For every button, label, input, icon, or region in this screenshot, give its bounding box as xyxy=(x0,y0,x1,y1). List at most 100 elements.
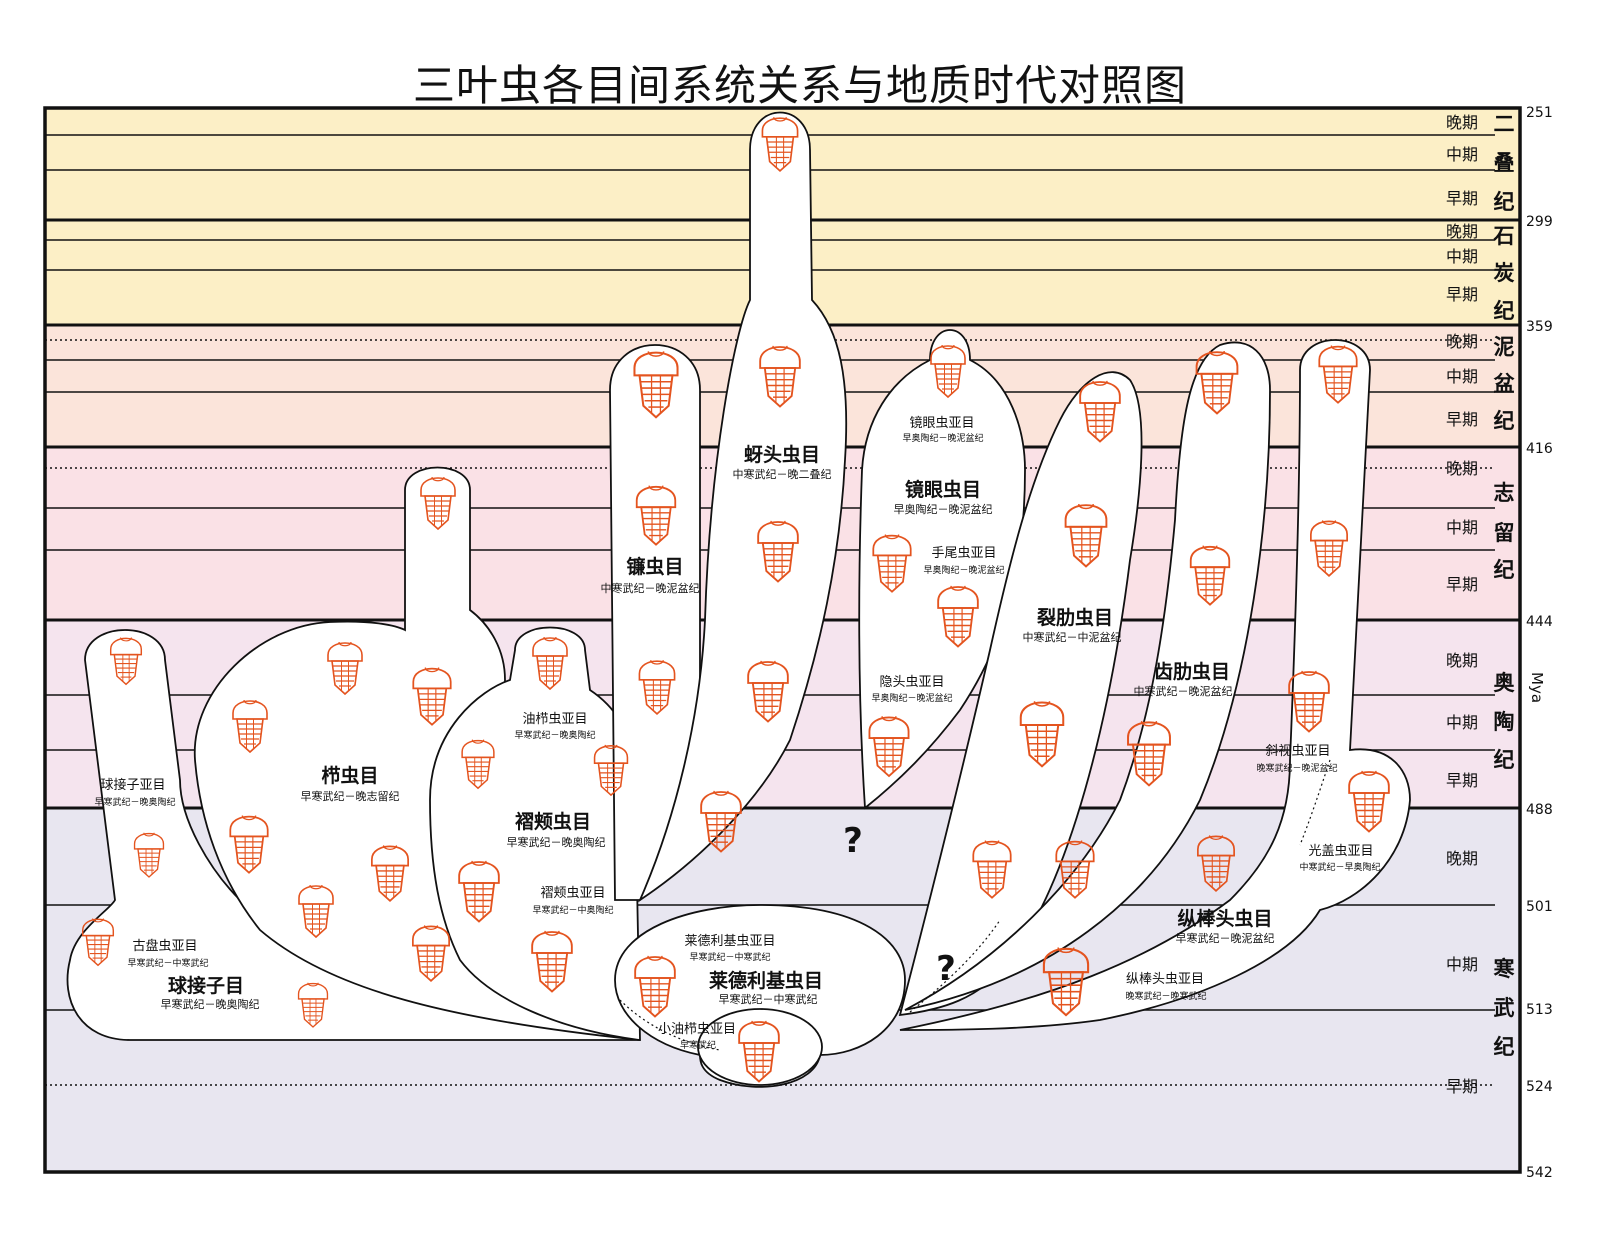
order-range: 中寒武纪－晚泥盆纪 xyxy=(1134,684,1233,698)
suborder-name: 莱德利基虫亚目 xyxy=(684,934,775,949)
tick-label: 251 xyxy=(1526,105,1553,121)
epoch-label: 中期 xyxy=(1446,713,1478,732)
order-name: 蚜头虫目 xyxy=(744,443,820,466)
dotted-connectors xyxy=(619,759,1331,1051)
period-char: 武 xyxy=(1494,996,1515,1020)
epoch-label: 晚期 xyxy=(1446,222,1478,241)
lineage-proetida xyxy=(637,111,848,903)
epoch-label: 晚期 xyxy=(1446,651,1478,670)
period-char: 陶 xyxy=(1494,710,1515,734)
period-char: 纪 xyxy=(1494,558,1515,582)
epoch-label: 中期 xyxy=(1446,145,1478,164)
order-name: 镜眼虫目 xyxy=(905,478,981,501)
mya-axis: 251 299 359 416 444 488 501 513 524 542 … xyxy=(1526,105,1553,1181)
tick-label: 444 xyxy=(1526,614,1553,630)
order-range: 早寒武纪－晚泥盆纪 xyxy=(1176,931,1275,945)
suborder-range: 早寒武纪－中寒武纪 xyxy=(127,957,208,969)
order-range: 早奥陶纪－晚泥盆纪 xyxy=(894,502,993,516)
suborder-name: 古盘虫亚目 xyxy=(132,938,197,954)
epoch-label: 早期 xyxy=(1446,285,1478,304)
suborder-range: 早寒武纪 xyxy=(680,1039,716,1051)
suborder-range: 中寒武纪－早奥陶纪 xyxy=(1299,861,1380,873)
suborder-name: 光盖虫亚目 xyxy=(1308,844,1373,859)
suborder-name: 褶颊虫亚目 xyxy=(540,886,605,901)
lineage-asaphida xyxy=(899,339,1411,1031)
order-range: 早寒武纪－中寒武纪 xyxy=(719,992,818,1006)
tick-label: 488 xyxy=(1526,802,1553,818)
suborder-range: 早寒武纪－晚奥陶纪 xyxy=(514,729,595,741)
suborder-name: 隐头虫亚目 xyxy=(879,675,944,690)
order-ranges: 早寒武纪－晚奥陶纪 早寒武纪－晚志留纪 早寒武纪－晚奥陶纪 中寒武纪－晚泥盆纪 … xyxy=(161,467,1275,1011)
period-char: 寒 xyxy=(1494,957,1515,981)
epoch-label: 晚期 xyxy=(1446,849,1478,868)
epoch-label: 晚期 xyxy=(1446,459,1478,478)
suborder-name: 油栉虫亚目 xyxy=(522,712,587,727)
period-char: 纪 xyxy=(1494,190,1515,214)
tick-label: 299 xyxy=(1526,214,1553,230)
suborder-range: 早寒武纪－中奥陶纪 xyxy=(532,904,613,916)
suborder-name: 纵棒头虫亚目 xyxy=(1126,972,1204,987)
period-char: 纪 xyxy=(1494,748,1515,772)
tick-label: 524 xyxy=(1526,1079,1553,1095)
tick-label: 501 xyxy=(1526,899,1553,915)
order-range: 中寒武纪－晚泥盆纪 xyxy=(601,581,700,595)
suborder-range: 早奥陶纪－晚泥盆纪 xyxy=(902,432,983,444)
order-range: 中寒武纪－晚二叠纪 xyxy=(733,467,832,481)
epoch-label: 中期 xyxy=(1446,367,1478,386)
chart-title: 三叶虫各目间系统关系与地质时代对照图 xyxy=(412,61,1187,110)
tick-label: 416 xyxy=(1526,441,1553,457)
lineage-shapes xyxy=(66,111,1411,1088)
lineage-olenellina xyxy=(697,1008,823,1086)
suborder-range: 早奥陶纪－晚泥盆纪 xyxy=(871,692,952,704)
period-char: 纪 xyxy=(1494,1035,1515,1059)
tick-label: 359 xyxy=(1526,319,1553,335)
suborder-ranges: 早寒武纪－晚奥陶纪 早寒武纪－中寒武纪 早寒武纪－晚奥陶纪 早寒武纪－中奥陶纪 … xyxy=(94,432,1380,1051)
epoch-label: 中期 xyxy=(1446,518,1478,537)
tick-label: 513 xyxy=(1526,1002,1553,1018)
axis-unit: Mya xyxy=(1528,672,1546,703)
period-char: 炭 xyxy=(1494,261,1515,285)
epoch-label: 早期 xyxy=(1446,575,1478,594)
suborder-labels: 球接子亚目 古盘虫亚目 油栉虫亚目 褶颊虫亚目 镜眼虫亚目 手尾虫亚目 隐头虫亚… xyxy=(100,416,1373,1037)
lineage-odontopleurida xyxy=(904,341,1271,1011)
epoch-label: 中期 xyxy=(1446,247,1478,266)
suborder-range: 晚寒武纪－晚泥盆纪 xyxy=(1256,762,1337,774)
order-name: 球接子目 xyxy=(168,974,244,997)
period-char: 奥 xyxy=(1494,671,1516,695)
epoch-label: 早期 xyxy=(1446,410,1478,429)
period-char: 泥 xyxy=(1494,335,1515,359)
order-name: 栉虫目 xyxy=(321,764,378,787)
order-range: 中寒武纪－中泥盆纪 xyxy=(1023,630,1122,644)
question-mark: ? xyxy=(843,821,863,861)
suborder-name: 手尾虫亚目 xyxy=(931,546,996,561)
period-char: 留 xyxy=(1494,521,1515,545)
epoch-label: 晚期 xyxy=(1446,332,1478,351)
period-char: 石 xyxy=(1493,224,1515,248)
suborder-range: 早寒武纪－中寒武纪 xyxy=(689,951,770,963)
period-char: 纪 xyxy=(1494,409,1515,433)
period-char: 纪 xyxy=(1494,299,1515,323)
epoch-label: 晚期 xyxy=(1446,113,1478,132)
order-labels: 球接子目 栉虫目 褶颊虫目 镰虫目 蚜头虫目 镜眼虫目 裂肋虫目 齿肋虫目 纵棒… xyxy=(168,443,1273,997)
period-char: 志 xyxy=(1494,481,1515,505)
suborder-range: 早寒武纪－晚奥陶纪 xyxy=(94,796,175,808)
order-range: 早寒武纪－晚奥陶纪 xyxy=(161,997,260,1011)
suborder-name: 小油栉虫亚目 xyxy=(658,1022,736,1037)
epoch-label: 中期 xyxy=(1446,955,1478,974)
tick-label: 542 xyxy=(1526,1165,1553,1181)
epoch-label: 早期 xyxy=(1446,1077,1478,1096)
chart-frame xyxy=(43,106,1522,1174)
order-name: 镰虫目 xyxy=(626,555,683,578)
epoch-label: 早期 xyxy=(1446,771,1478,790)
order-name: 裂肋虫目 xyxy=(1037,606,1113,629)
order-name: 莱德利基虫目 xyxy=(709,969,823,992)
order-name: 纵棒头虫目 xyxy=(1177,907,1272,930)
order-name: 齿肋虫目 xyxy=(1154,660,1230,683)
period-char: 二 xyxy=(1494,112,1515,136)
suborder-name: 镜眼虫亚目 xyxy=(909,416,974,431)
suborder-range: 晚寒武纪－晚寒武纪 xyxy=(1125,990,1206,1002)
suborder-range: 早奥陶纪－晚泥盆纪 xyxy=(923,564,1004,576)
suborder-name: 球接子亚目 xyxy=(100,777,165,793)
order-range: 早寒武纪－晚奥陶纪 xyxy=(507,835,606,849)
